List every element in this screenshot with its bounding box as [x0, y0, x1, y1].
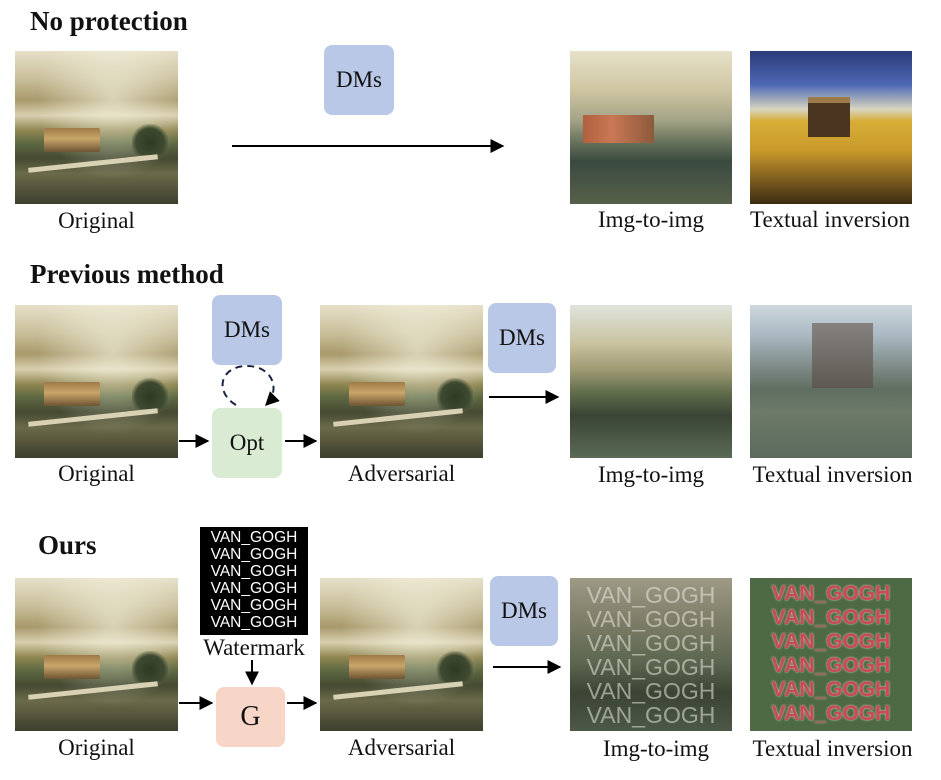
adversarial-caption: Adversarial — [347, 461, 456, 486]
original-painting — [15, 578, 178, 731]
textual-inversion-output — [750, 51, 912, 204]
dms-box: DMs — [212, 295, 282, 365]
original-painting — [15, 305, 178, 458]
dms-box: DMs — [490, 576, 558, 646]
original-caption: Original — [58, 208, 135, 233]
adversarial-caption: Adversarial — [347, 735, 456, 760]
overlay-text: VAN_GOGH — [771, 702, 891, 725]
original-painting — [15, 51, 178, 204]
dashed-loop-arrow — [221, 364, 280, 406]
overlay-text: VAN_GOGH — [586, 678, 716, 704]
original-caption: Original — [58, 461, 135, 486]
dms-box: DMs — [324, 45, 394, 115]
section-title-ours: Ours — [38, 530, 97, 560]
img-to-img-caption: Img-to-img — [597, 207, 705, 232]
watermark-line: VAN_GOGH — [210, 614, 298, 631]
textual-inversion-caption: Textual inversion — [752, 462, 913, 487]
img-to-img-output — [570, 305, 732, 458]
overlay-text: VAN_GOGH — [586, 654, 716, 680]
watermark-image: VAN_GOGH VAN_GOGH VAN_GOGH VAN_GOGH VAN_… — [200, 527, 308, 635]
watermark-line: VAN_GOGH — [210, 580, 298, 597]
overlay-text: VAN_GOGH — [771, 678, 891, 701]
adversarial-painting — [320, 578, 483, 731]
generator-box: G — [216, 687, 285, 747]
overlay-text: VAN_GOGH — [771, 630, 891, 653]
overlay-text: VAN_GOGH — [771, 582, 891, 605]
opt-box: Opt — [212, 408, 282, 478]
img-to-img-caption: Img-to-img — [602, 736, 710, 761]
overlay-text: VAN_GOGH — [586, 630, 716, 656]
overlay-text: VAN_GOGH — [586, 702, 716, 728]
watermark-line: VAN_GOGH — [210, 563, 298, 580]
img-to-img-caption: Img-to-img — [597, 462, 705, 487]
dms-box: DMs — [488, 303, 556, 373]
overlay-text: VAN_GOGH — [586, 606, 716, 632]
adversarial-painting — [320, 305, 483, 458]
img-to-img-output — [570, 51, 732, 204]
overlay-text: VAN_GOGH — [771, 654, 891, 677]
watermark-caption: Watermark — [203, 635, 305, 660]
section-title-no-protection: No protection — [30, 6, 188, 36]
watermark-line: VAN_GOGH — [210, 597, 298, 614]
original-caption: Original — [58, 735, 135, 760]
section-title-previous-method: Previous method — [30, 259, 224, 289]
textual-inversion-caption: Textual inversion — [750, 207, 910, 232]
textual-inversion-output: VAN_GOGH VAN_GOGH VAN_GOGH VAN_GOGH VAN_… — [750, 578, 912, 731]
watermark-line: VAN_GOGH — [210, 529, 298, 546]
watermark-line: VAN_GOGH — [210, 546, 298, 563]
img-to-img-output: VAN_GOGH VAN_GOGH VAN_GOGH VAN_GOGH VAN_… — [570, 578, 732, 731]
textual-inversion-caption: Textual inversion — [752, 736, 913, 761]
overlay-text: VAN_GOGH — [771, 606, 891, 629]
overlay-text: VAN_GOGH — [586, 582, 716, 608]
textual-inversion-output — [750, 305, 912, 458]
